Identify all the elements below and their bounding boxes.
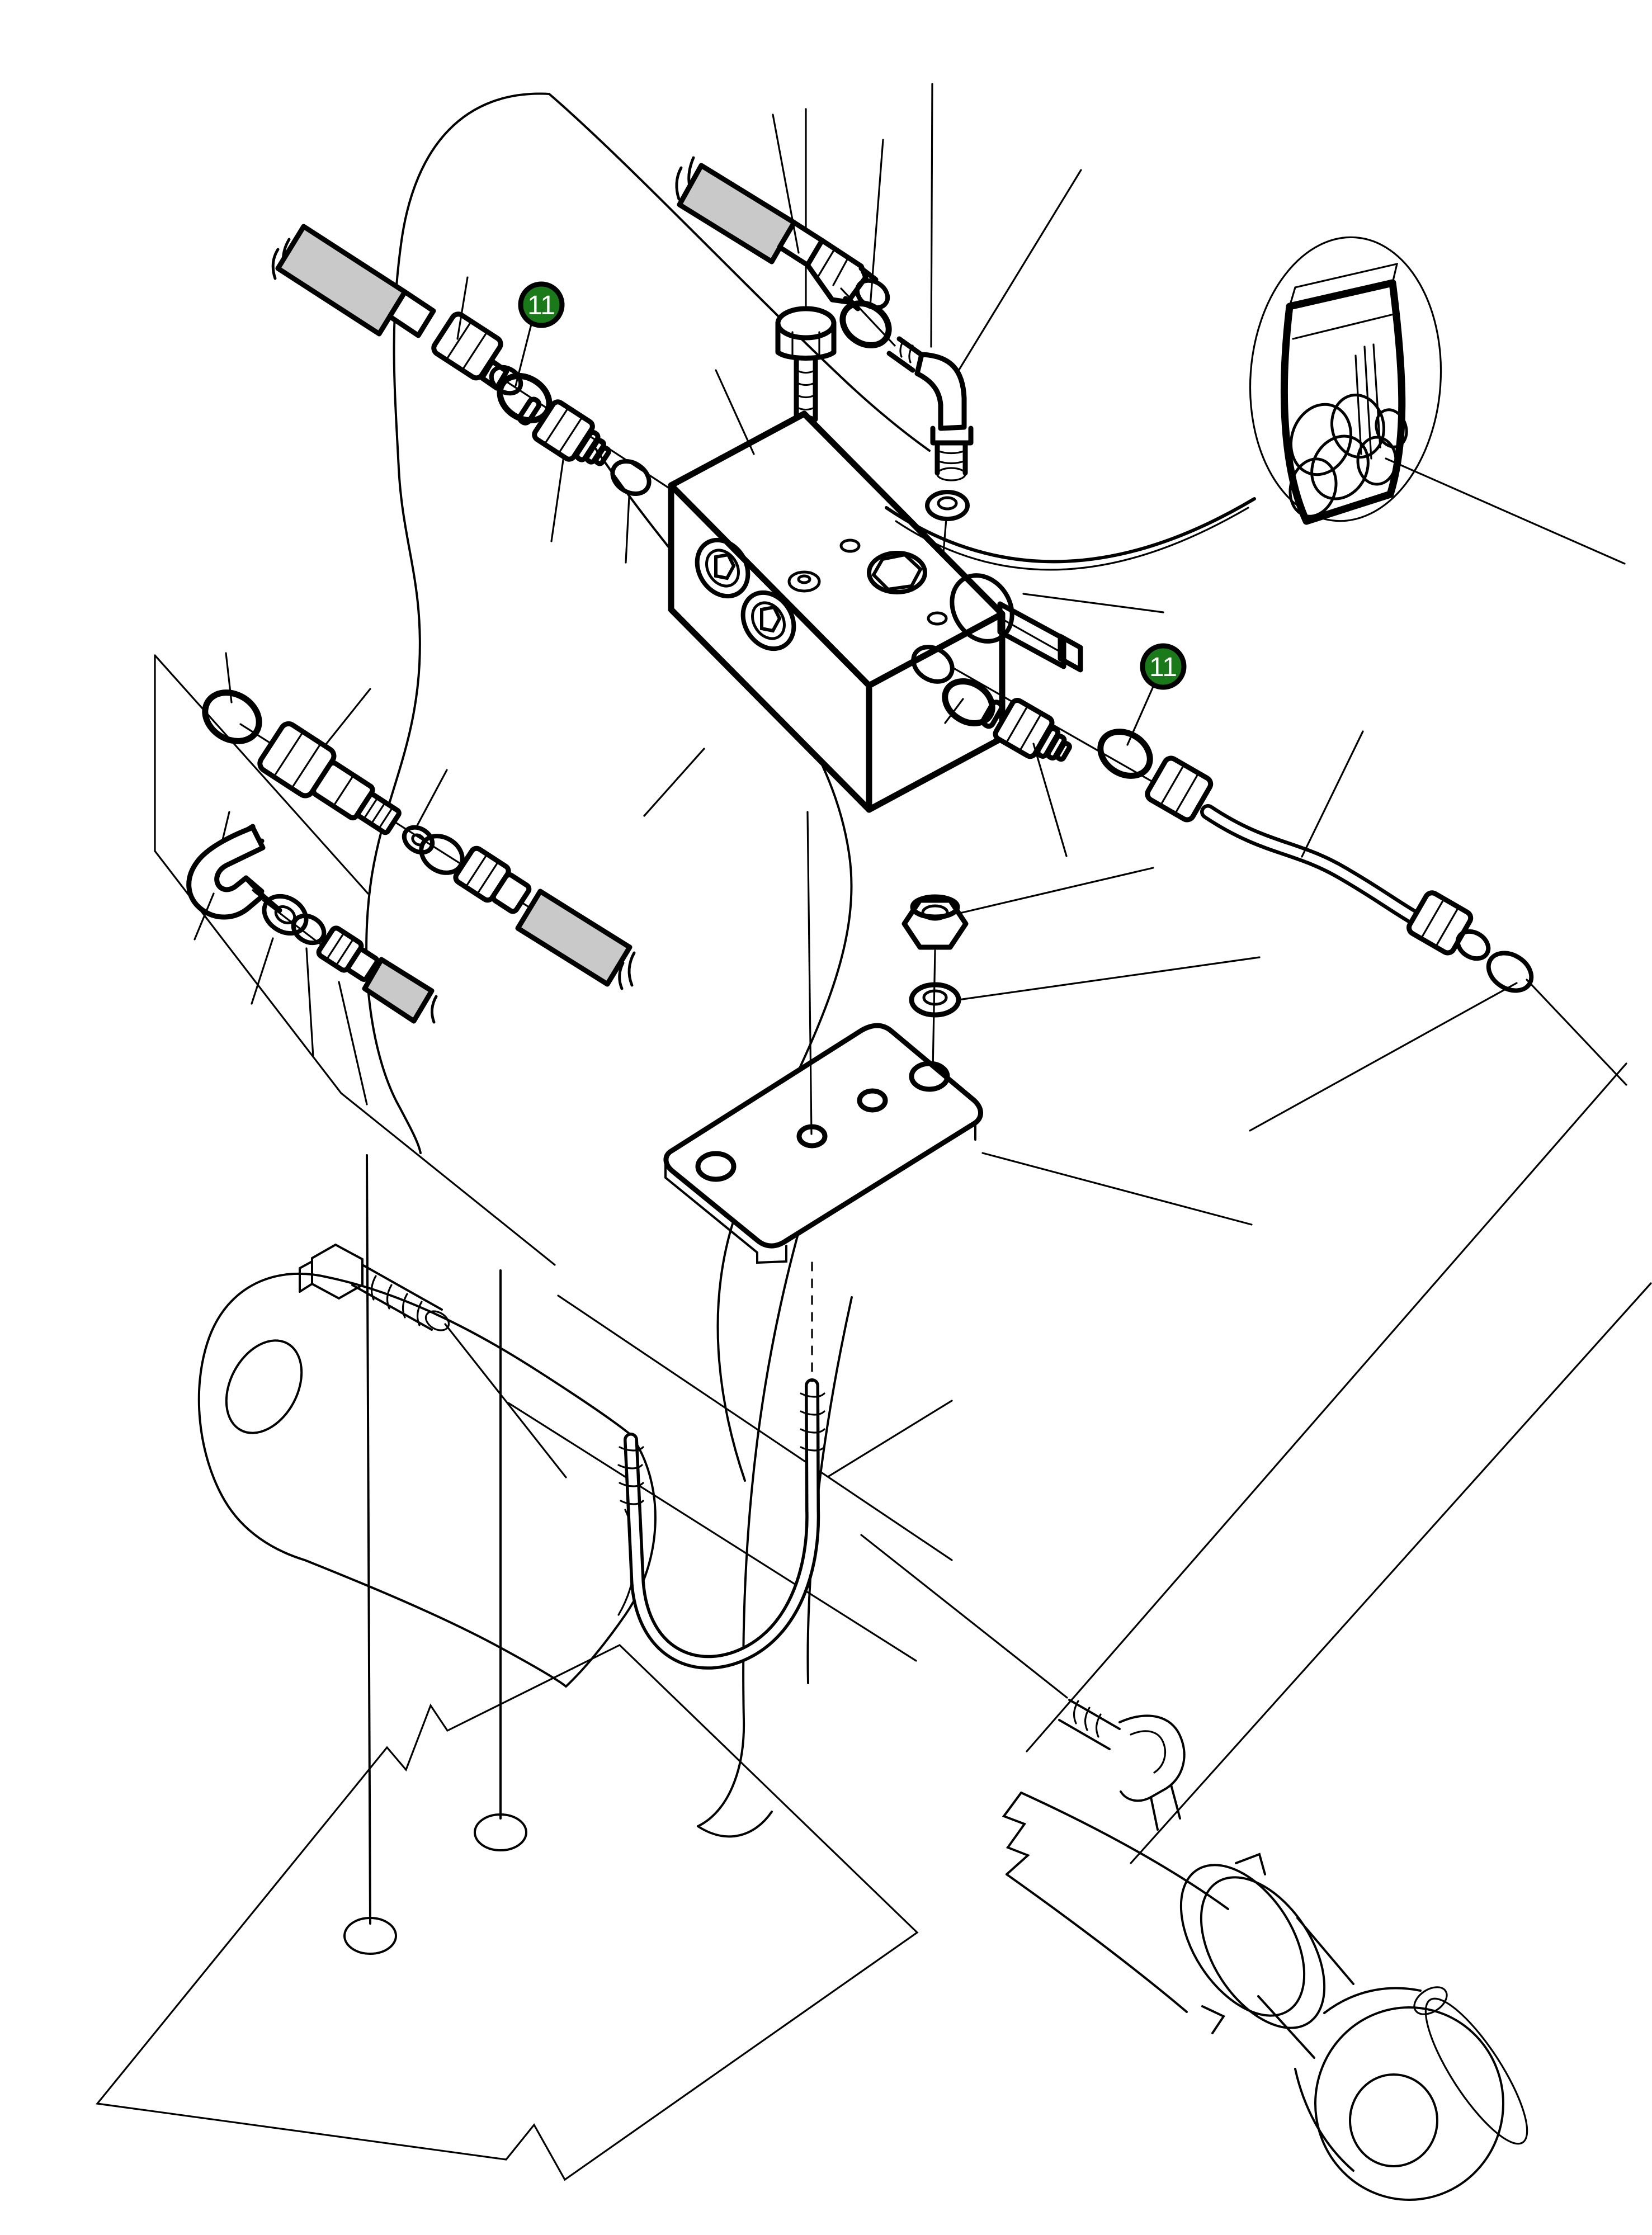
callout-badge-11-left[interactable]: 11 <box>515 281 565 387</box>
cylinder-elbow-fitting <box>860 1534 1186 1831</box>
elbow-oring <box>925 490 970 521</box>
valve-right-group <box>942 665 1627 1132</box>
clamp-cylinder <box>197 1243 657 1688</box>
end-stub <box>950 573 1083 673</box>
detail-ellipse <box>1249 236 1442 522</box>
clamp-fitting <box>299 1243 567 1478</box>
seal-kit-detail <box>885 236 1626 571</box>
u-bolt <box>617 1261 953 1670</box>
plate-hole <box>909 1061 950 1092</box>
tube-end-oring <box>1486 951 1534 993</box>
callout-badge-11-right[interactable]: 11 <box>1126 643 1187 746</box>
row2-elbow <box>186 824 282 920</box>
bottom-panel <box>95 1644 919 2181</box>
union-oring <box>202 689 262 744</box>
center-elbow-fitting <box>886 83 1082 481</box>
callout-circle[interactable] <box>518 281 565 328</box>
row2-oring <box>291 913 327 946</box>
oring-11-right <box>1097 729 1153 779</box>
small-oring <box>610 459 652 496</box>
hydraulic-cylinder <box>860 1534 1528 2201</box>
connector-fitting-right <box>980 697 1072 762</box>
valve-block <box>668 369 1164 813</box>
port-hole <box>911 645 955 684</box>
top-hole <box>927 611 948 626</box>
callout-circle[interactable] <box>1140 643 1187 690</box>
top-hole <box>839 538 861 553</box>
seal-kit-orings <box>1288 393 1408 518</box>
panel-hole <box>343 1917 397 1955</box>
top-middle-oring <box>839 300 892 348</box>
mounting-plate-group <box>663 867 1261 1264</box>
panel-hole <box>474 1813 527 1851</box>
hose-assembly-top-middle <box>675 114 896 348</box>
row2-hose-fitting <box>316 925 438 1024</box>
connector-fitting <box>517 396 611 466</box>
row1-hose-fitting <box>453 845 636 990</box>
port-oring <box>942 678 995 726</box>
plate-hole <box>695 1151 737 1182</box>
bolt-boss <box>787 570 821 593</box>
socket-plug <box>695 537 751 599</box>
machine-contours <box>154 92 1652 1925</box>
hex-plug <box>867 551 927 594</box>
bent-tube <box>1145 730 1491 961</box>
hose-assembly-top-left <box>271 224 669 564</box>
left-hose-group <box>186 652 705 1105</box>
union-fitting <box>257 721 435 855</box>
seal-kit-bag <box>1280 262 1626 565</box>
washer <box>909 956 1261 1018</box>
plate-hole <box>857 1088 888 1113</box>
mounting-plate <box>663 1023 1253 1264</box>
hex-bolt <box>775 306 837 426</box>
callout-label: 11 <box>1149 653 1177 682</box>
callouts: 11 11 <box>515 281 1187 746</box>
callout-label: 11 <box>527 291 555 320</box>
socket-plug <box>740 590 796 651</box>
lock-nut <box>901 867 1154 950</box>
